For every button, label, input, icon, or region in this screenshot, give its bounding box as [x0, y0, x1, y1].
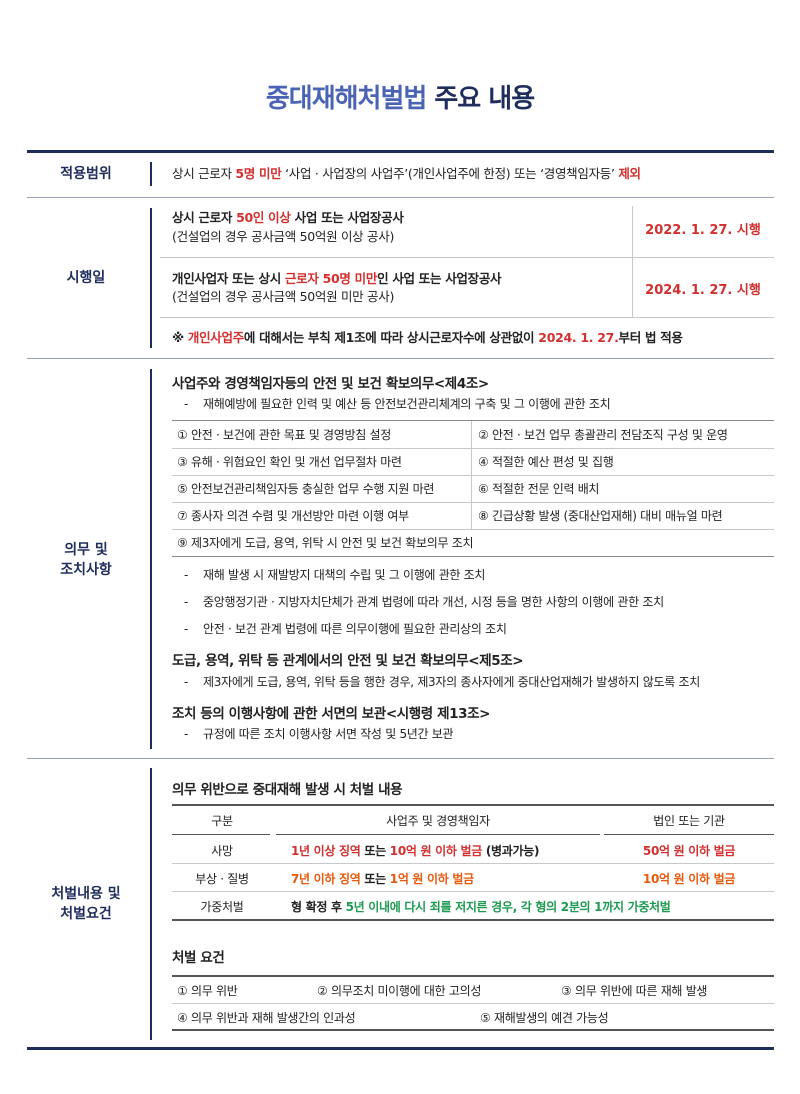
- req-table-bottom: [172, 1029, 774, 1031]
- penalty-aggr-text: 형 확정 후 5년 이내에 다시 죄를 저지른 경우, 각 형의 2분의 1까지…: [291, 900, 671, 914]
- penalty-table-top: [172, 804, 774, 806]
- req-item-2: ② 의무조치 미이행에 대한 고의성: [317, 984, 482, 998]
- penalty-label-2: 처벌요건: [60, 906, 112, 922]
- enforce-row2-date: 2024. 1. 27. 시행: [645, 283, 761, 298]
- rule-duties-bottom: [27, 758, 774, 759]
- penalty-death-employer: 1년 이상 징역 또는 10억 원 이하 벌금 (병과가능): [291, 844, 540, 858]
- penalty-head-rule-2: [276, 834, 600, 835]
- enforce-date-divider-2: [632, 258, 633, 317]
- grid-bottom-rule: [172, 556, 774, 557]
- duties-label-1: 의무 및: [64, 542, 108, 558]
- duties-bullet-5: 제3자에게 도급, 용역, 위탁 등을 행한 경우, 제3자의 종사자에게 중대…: [203, 675, 700, 689]
- dash: -: [184, 675, 189, 689]
- grid-item-9: ⑨ 제3자에게 도급, 용역, 위탁 시 안전 및 보건 확보의무 조치: [177, 536, 474, 550]
- duties-divider: [150, 369, 152, 749]
- duties-bullet-6: 규정에 따른 조치 이행사항 서면 작성 및 5년간 보관: [203, 727, 454, 741]
- enforce-date-divider-1: [632, 206, 633, 257]
- penalty-heading-2: 처벌 요건: [172, 950, 225, 966]
- enforce-row2-text: 개인사업자 또는 상시 근로자 50명 미만인 사업 또는 사업장공사: [172, 271, 502, 286]
- duties-heading-1: 사업주와 경영책임자등의 안전 및 보건 확보의무<제4조>: [172, 376, 489, 392]
- dash: -: [184, 595, 189, 609]
- dash: -: [184, 397, 189, 411]
- grid-rule-2: [172, 475, 774, 476]
- penalty-head-rule-3: [604, 834, 774, 835]
- enforce-divider: [150, 208, 152, 348]
- grid-item-5: ⑤ 안전보건관리책임자등 충실한 업무 수행 지원 마련: [177, 482, 435, 496]
- enforce-row2-sub: (건설업의 경우 공사금액 50억원 미만 공사): [172, 289, 395, 304]
- duties-bullet-3: 중앙행정기관 · 지방자치단체가 관계 법령에 따라 개선, 시정 등을 명한 …: [203, 595, 664, 609]
- grid-item-7: ⑦ 종사자 의견 수렴 및 개선방안 마련 이행 여부: [177, 509, 409, 523]
- rule-enforce-bottom: [27, 358, 774, 359]
- title-rest: 주요 내용: [426, 84, 535, 114]
- enforce-row1-date: 2022. 1. 27. 시행: [645, 223, 761, 238]
- bottom-rule: [27, 1047, 774, 1050]
- title-highlight: 중대재해처벌법: [265, 84, 427, 114]
- penalty-head-rule-1: [172, 834, 270, 835]
- req-item-3: ③ 의무 위반에 따른 재해 발생: [561, 984, 708, 998]
- enforce-note: ※ 개인사업주에 대해서는 부칙 제1조에 따라 상시근로자수에 상관없이 20…: [172, 330, 683, 345]
- penalty-row-rule-2: [172, 891, 774, 892]
- scope-text: 상시 근로자 5명 미만 ‘사업 · 사업장의 사업주’(개인사업주에 한정) …: [172, 166, 641, 181]
- duties-bullet-4: 안전 · 보건 관계 법령에 따른 의무이행에 필요한 관리상의 조치: [203, 622, 507, 636]
- penalty-table-bottom: [172, 919, 774, 921]
- penalty-divider: [150, 768, 152, 1040]
- grid-top-rule: [172, 420, 774, 421]
- req-item-4: ④ 의무 위반과 재해 발생간의 인과성: [177, 1011, 356, 1025]
- penalty-aggr-cat: 가중처벌: [200, 900, 244, 914]
- enforce-label: 시행일: [66, 270, 106, 286]
- grid-rule-1: [172, 448, 774, 449]
- page-title: 중대재해처벌법 주요 내용: [0, 78, 800, 115]
- top-rule: [27, 150, 774, 153]
- penalty-head-corp: 법인 또는 기관: [653, 814, 725, 828]
- penalty-injury-corp: 10억 원 이하 벌금: [642, 872, 736, 886]
- penalty-row-rule-1: [172, 863, 774, 864]
- rule-scope-bottom: [27, 197, 774, 198]
- penalty-head-employer: 사업주 및 경영책임자: [386, 814, 490, 828]
- penalty-death-corp: 50억 원 이하 벌금: [642, 844, 736, 858]
- penalty-injury-employer: 7년 이하 징역 또는 1억 원 이하 벌금: [291, 872, 474, 886]
- req-item-5: ⑤ 재해발생의 예견 가능성: [480, 1011, 609, 1025]
- duties-heading-2: 도급, 용역, 위탁 등 관계에서의 안전 및 보건 확보의무<제5조>: [172, 653, 524, 669]
- enforce-row1-sub: (건설업의 경우 공사금액 50억원 이상 공사): [172, 229, 395, 244]
- penalty-death-cat: 사망: [211, 844, 233, 858]
- duties-bullet-1: 재해예방에 필요한 인력 및 예산 등 안전보건관리체계의 구축 및 그 이행에…: [203, 397, 611, 411]
- penalty-heading-1: 의무 위반으로 중대재해 발생 시 처벌 내용: [172, 782, 403, 798]
- penalty-label-1: 처벌내용 및: [51, 886, 121, 902]
- grid-item-1: ① 안전 · 보건에 관한 목표 및 경영방침 설정: [177, 428, 391, 442]
- dash: -: [184, 727, 189, 741]
- grid-item-4: ④ 적절한 예산 편성 및 집행: [478, 455, 614, 469]
- req-item-1: ① 의무 위반: [177, 984, 238, 998]
- duties-label-2: 조치사항: [60, 562, 112, 578]
- grid-rule-3: [172, 502, 774, 503]
- req-table-top: [172, 975, 774, 977]
- grid-item-3: ③ 유해 · 위험요인 확인 및 개선 업무절차 마련: [177, 455, 402, 469]
- penalty-injury-cat: 부상 · 질병: [195, 872, 249, 886]
- duties-bullet-2: 재해 발생 시 재발방지 대책의 수립 및 그 이행에 관한 조치: [203, 568, 486, 582]
- dash: -: [184, 622, 189, 636]
- dash: -: [184, 568, 189, 582]
- grid-item-6: ⑥ 적절한 전문 인력 배치: [478, 482, 600, 496]
- enforce-row-divider-1: [160, 257, 774, 258]
- scope-divider: [150, 162, 152, 186]
- scope-label: 적용범위: [60, 166, 112, 182]
- duties-heading-3: 조치 등의 이행사항에 관한 서면의 보관<시행령 제13조>: [172, 706, 491, 722]
- grid-rule-4: [172, 529, 774, 530]
- grid-item-8: ⑧ 긴급상황 발생 (중대산업재해) 대비 매뉴얼 마련: [478, 509, 723, 523]
- req-rule: [172, 1003, 774, 1004]
- penalty-head-category: 구분: [211, 814, 233, 828]
- enforce-row-divider-2: [160, 317, 774, 318]
- grid-item-2: ② 안전 · 보건 업무 총괄관리 전담조직 구성 및 운영: [478, 428, 728, 442]
- enforce-row1-text: 상시 근로자 50인 이상 사업 또는 사업장공사: [172, 210, 404, 225]
